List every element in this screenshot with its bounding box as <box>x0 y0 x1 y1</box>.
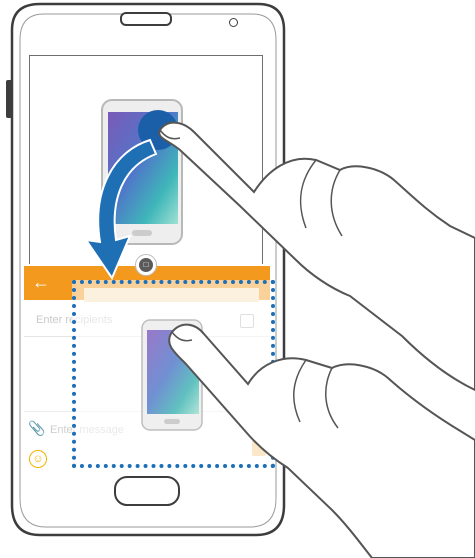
back-arrow-icon[interactable]: ← <box>32 272 50 292</box>
lower-hand <box>162 318 475 558</box>
front-camera <box>229 18 238 27</box>
smiley-icon[interactable]: ☺ <box>29 450 47 468</box>
home-key[interactable] <box>114 476 180 506</box>
paperclip-icon[interactable]: 📎 <box>28 420 45 437</box>
speaker-grille <box>120 12 172 26</box>
